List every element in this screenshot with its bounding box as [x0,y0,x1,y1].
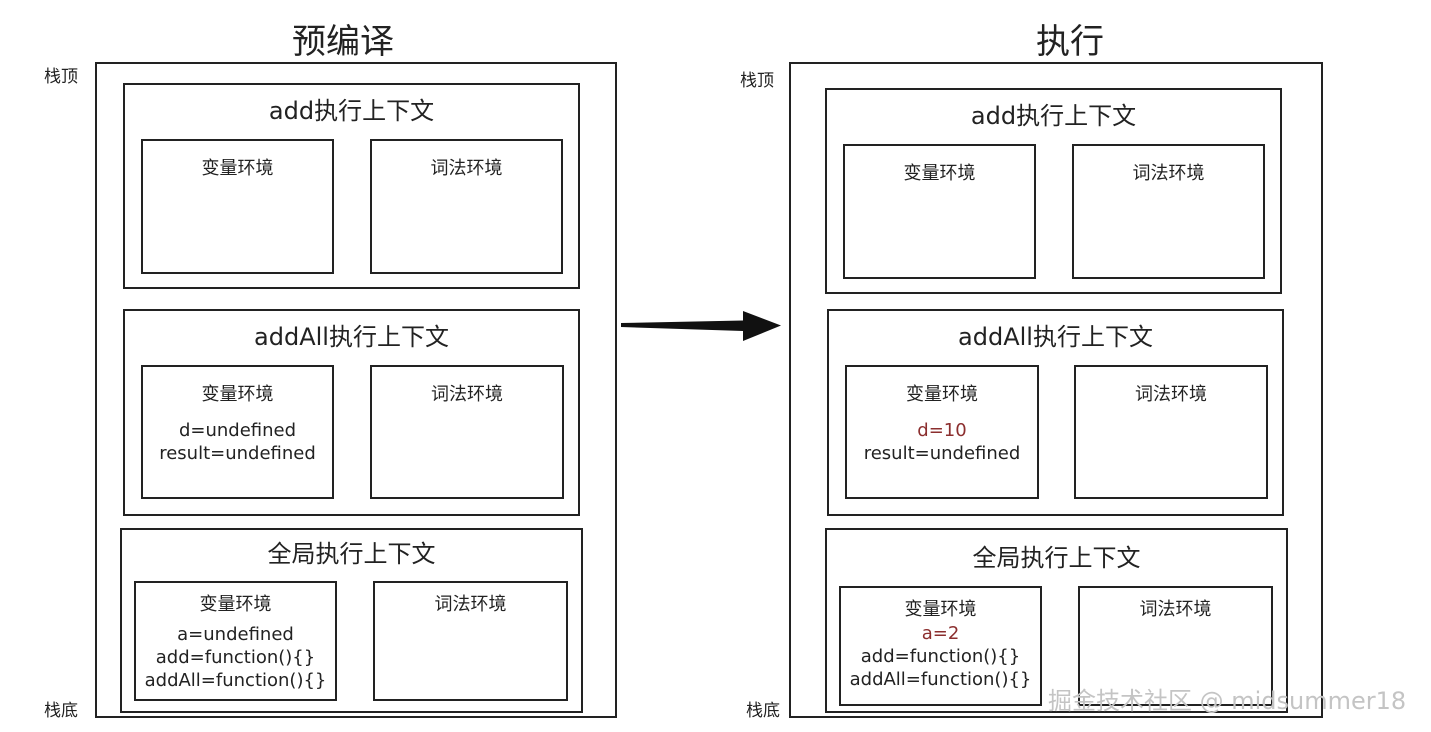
left-stack-top-label: 栈顶 [44,67,78,87]
variable-entry: addAll=function(){} [144,670,327,691]
variable-env-label: 变量环境 [199,594,272,615]
variable-env-label: 变量环境 [904,599,977,620]
variable-list: d=10 result=undefined [847,419,1037,465]
variable-env-label: 变量环境 [903,163,976,184]
variable-entry: result=undefined [863,443,1021,464]
left-addall-lexical-env: 词法环境 [370,365,564,499]
right-global-variable-env: 变量环境 a=2 add=function(){} addAll=functio… [839,586,1042,706]
right-add-lexical-env: 词法环境 [1072,144,1265,279]
variable-entry: add=function(){} [155,647,316,668]
left-addall-context-title: addAll执行上下文 [254,323,449,351]
variable-env-label: 变量环境 [906,384,978,405]
variable-entry: a=undefined [177,624,294,645]
lexical-env-label: 词法环境 [430,158,503,179]
left-addall-variable-env: 变量环境 d=undefined result=undefined [141,365,334,499]
right-global-lexical-env: 词法环境 [1078,586,1273,706]
left-stack-bottom-label: 栈底 [44,701,78,721]
left-add-lexical-env: 词法环境 [370,139,563,274]
variable-entry: add=function(){} [860,646,1021,667]
right-add-variable-env: 变量环境 [843,144,1036,279]
left-add-variable-env: 变量环境 [141,139,334,274]
left-global-variable-env: 变量环境 a=undefined add=function(){} addAll… [134,581,337,701]
lexical-env-label: 词法环境 [1132,163,1205,184]
left-call-stack: add执行上下文 变量环境 词法环境 addAll执行上下文 变量环境 d=un… [95,62,617,718]
right-panel-title: 执行 [1036,22,1104,62]
variable-entry: d=undefined [178,420,297,441]
variable-entry: result=undefined [159,443,316,464]
variable-list: d=undefined result=undefined [143,419,332,465]
right-add-context: add执行上下文 变量环境 词法环境 [825,88,1282,294]
right-addall-context: addAll执行上下文 变量环境 d=10 result=undefined 词… [827,309,1284,516]
left-global-lexical-env: 词法环境 [373,581,568,701]
variable-list: a=undefined add=function(){} addAll=func… [136,623,335,692]
left-global-context: 全局执行上下文 变量环境 a=undefined add=function(){… [120,528,583,713]
right-stack-top-label: 栈顶 [740,71,774,91]
lexical-env-label: 词法环境 [434,594,507,615]
variable-entry-changed: a=2 [921,623,960,644]
left-panel-title: 预编译 [292,22,394,62]
variable-entry: addAll=function(){} [849,669,1032,690]
right-global-context-title: 全局执行上下文 [972,544,1141,572]
transition-arrow [621,311,781,341]
left-add-context-title: add执行上下文 [268,97,435,125]
watermark: 掘金技术社区 @ midsummer18 [1048,687,1407,715]
arrow-shaft [621,320,743,331]
right-call-stack: add执行上下文 变量环境 词法环境 addAll执行上下文 变量环境 d=10… [789,62,1323,718]
right-addall-variable-env: 变量环境 d=10 result=undefined [845,365,1039,499]
lexical-env-label: 词法环境 [1139,599,1212,620]
right-addall-context-title: addAll执行上下文 [958,323,1153,351]
variable-list: a=2 add=function(){} addAll=function(){} [841,622,1040,691]
left-global-context-title: 全局执行上下文 [267,540,436,568]
left-addall-context: addAll执行上下文 变量环境 d=undefined result=unde… [123,309,580,516]
right-global-context: 全局执行上下文 变量环境 a=2 add=function(){} addAll… [825,528,1288,713]
right-addall-lexical-env: 词法环境 [1074,365,1268,499]
variable-env-label: 变量环境 [201,158,274,179]
left-add-context: add执行上下文 变量环境 词法环境 [123,83,580,289]
variable-env-label: 变量环境 [201,384,274,405]
arrow-head [743,311,781,341]
right-stack-bottom-label: 栈底 [746,701,780,721]
variable-entry-changed: d=10 [917,420,967,441]
right-add-context-title: add执行上下文 [970,102,1137,130]
lexical-env-label: 词法环境 [1135,384,1207,405]
lexical-env-label: 词法环境 [431,384,503,405]
